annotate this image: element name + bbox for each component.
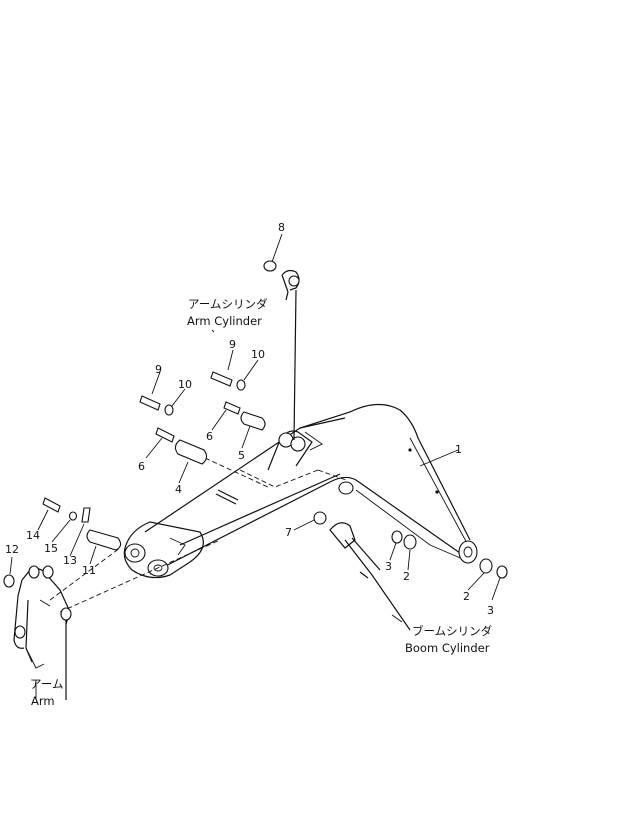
part-9-bolt-lower [139,395,161,411]
callout-11: 11 [82,564,96,577]
boom-cylinder [329,522,411,631]
boom-body [123,403,478,579]
callout-9-upper: 9 [229,338,236,351]
part-14-bolt [42,497,61,513]
part-11-pin [86,529,122,551]
reference-line-bracket [317,469,347,481]
part-10-washer-upper [236,379,246,391]
callout-6-upper: 6 [206,430,213,443]
callout-9-lower: 9 [155,363,162,376]
part-8-shim [263,260,277,272]
callout-4: 4 [175,483,182,496]
callout-5: 5 [238,449,245,462]
leader-lines [9,233,501,601]
callout-8: 8 [278,221,285,234]
part-7-washer [313,511,327,525]
callout-13: 13 [63,554,77,567]
callout-10-upper: 10 [251,348,265,361]
part-4-pin [174,439,208,465]
callout-12: 12 [5,543,19,556]
part-5-pin [240,411,266,431]
boom-cylinder-label-jp: ブームシリンダ [412,624,493,638]
arm-cylinder [281,269,300,441]
callout-6-lower: 6 [138,460,145,473]
reference-line-arm-cylinder [239,469,319,488]
callout-3-right: 3 [487,604,494,617]
callout-15: 15 [44,542,58,555]
callout-10-lower: 10 [178,378,192,391]
part-3-seal-mid [391,530,403,544]
part-6-fitting-upper [223,401,241,415]
callout-1: 1 [455,443,462,456]
callout-2-right: 2 [463,590,470,603]
part-2-bushing-right [479,558,493,574]
part-10-washer-lower [164,404,174,416]
callout-14: 14 [26,529,40,542]
part-9-bolt-upper [210,371,233,387]
reference-line-arm-pin [49,547,121,601]
arm-label-jp: アーム [30,677,63,691]
part-2-bushing-mid [403,534,417,550]
reference-line-part4 [204,457,271,489]
callout-3-mid: 3 [385,560,392,573]
part-13-lock-pin [81,507,91,523]
arm [13,565,72,700]
arm-cylinder-label-jp: アームシリンダ [188,297,268,311]
callout-7: 7 [285,526,292,539]
part-15-washer [68,511,78,521]
arm-label-en: Arm [31,694,55,708]
part-12-shim [3,574,15,588]
boom-cylinder-label-en: Boom Cylinder [405,641,490,655]
part-3-seal-right [496,565,508,579]
callout-2-mid: 2 [403,570,410,583]
reference-line-boom-lower [59,539,221,613]
arm-cylinder-label-en: Arm Cylinder [187,314,262,328]
part-6-fitting-lower [155,427,175,443]
